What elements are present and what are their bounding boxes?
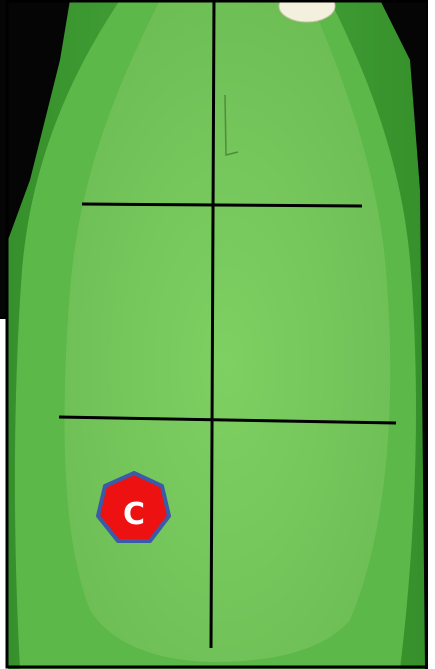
frame-right-edge [428, 0, 435, 669]
horizontal-line-upper [82, 204, 362, 206]
marker-label: C [123, 497, 145, 532]
pin-marker-c: C [98, 473, 169, 541]
